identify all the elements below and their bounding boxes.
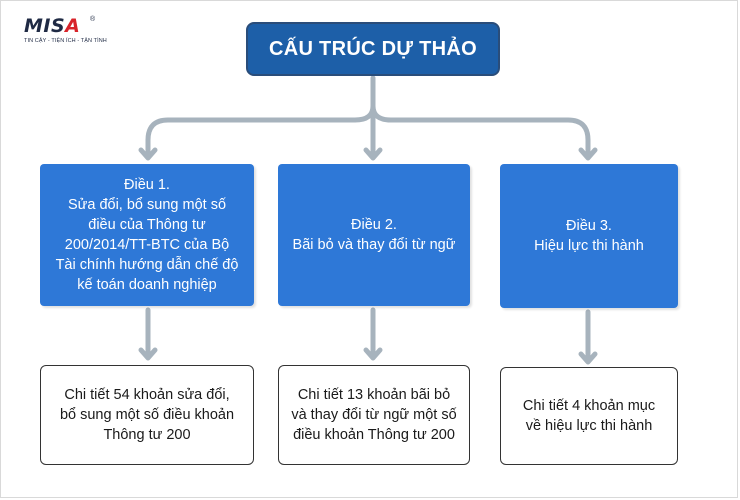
article-3-box: Điều 3. Hiệu lực thi hành [500,164,678,308]
article-2-detail-box: Chi tiết 13 khoản bãi bỏ và thay đổi từ … [278,365,470,465]
article-2-detail: Chi tiết 13 khoản bãi bỏ và thay đổi từ … [291,387,457,443]
registered-mark: ® [90,16,96,23]
logo-brand-main: MIS [24,15,66,37]
article-2-box: Điều 2. Bãi bỏ và thay đổi từ ngữ [278,164,470,306]
connector-branch-right [370,103,591,159]
article-3-detail-box: Chi tiết 4 khoản mục về hiệu lực thi hàn… [500,367,678,465]
arrowhead-middle-bottom [363,347,383,361]
logo-brand-accent: A [65,15,81,37]
arrowhead-right-top [578,147,598,161]
article-1-detail: Chi tiết 54 khoản sửa đổi, bổ sung một s… [59,387,235,443]
arrowhead-left-top [138,147,158,161]
article-1-detail-box: Chi tiết 54 khoản sửa đổi, bổ sung một s… [40,365,254,465]
misa-logo: MISA ® TIN CẬY - TIỆN ÍCH - TẬN TÌNH [24,16,107,50]
logo-wordmark: MISA [24,16,80,36]
article-1-box: Điều 1. Sửa đổi, bổ sung một số điều của… [40,164,254,306]
article-1-label: Điều 1. Sửa đổi, bổ sung một số điều của… [55,177,239,293]
article-3-label: Điều 3. Hiệu lực thi hành [534,218,644,254]
connector-branch-left [145,103,376,159]
arrowhead-middle-top [363,147,383,161]
diagram-title: CẤU TRÚC DỰ THẢO [268,37,478,60]
arrowhead-right-bottom [578,351,598,365]
article-3-detail: Chi tiết 4 khoản mục về hiệu lực thi hàn… [522,398,656,434]
arrowhead-left-bottom [138,347,158,361]
article-2-label: Điều 2. Bãi bỏ và thay đổi từ ngữ [292,217,456,253]
diagram-title-box: CẤU TRÚC DỰ THẢO [246,22,500,76]
logo-tagline: TIN CẬY - TIỆN ÍCH - TẬN TÌNH [24,38,107,44]
